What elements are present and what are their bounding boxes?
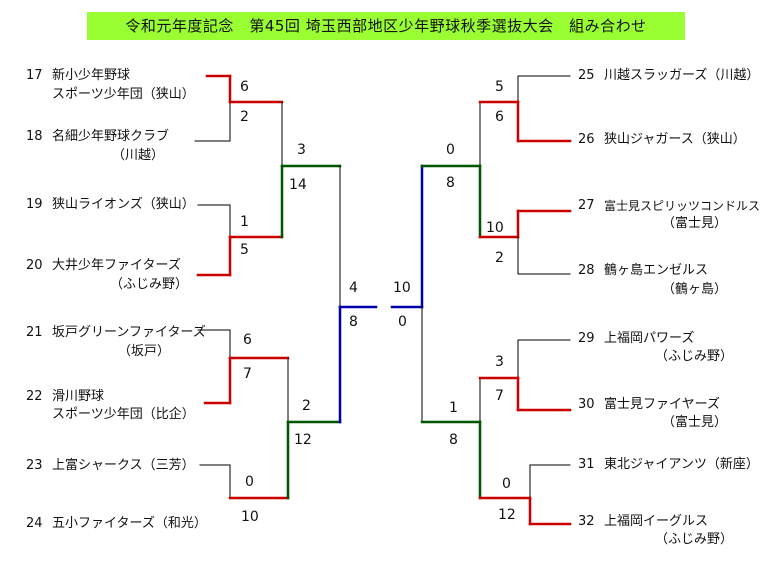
team-number: 27 bbox=[578, 198, 595, 213]
score: 10 bbox=[393, 280, 411, 296]
team-name: 鶴ヶ島エンゼルス bbox=[604, 263, 709, 278]
page-title: 令和元年度記念 第45回 埼玉西部地区少年野球秋季選抜大会 組み合わせ bbox=[87, 12, 685, 40]
team-name-sub: （坂戸） bbox=[118, 344, 171, 359]
score: 6 bbox=[240, 79, 249, 95]
team-name: 富士見スピリッツコンドルス bbox=[604, 199, 761, 213]
team-number: 31 bbox=[578, 457, 595, 472]
score: 0 bbox=[245, 474, 254, 490]
score: 7 bbox=[495, 388, 504, 404]
team-name: 新小少年野球 bbox=[52, 68, 131, 83]
score: 2 bbox=[495, 250, 504, 266]
team-name: 上福岡イーグルス bbox=[604, 514, 709, 529]
score: 12 bbox=[294, 432, 312, 448]
score: 2 bbox=[240, 109, 249, 125]
score: 2 bbox=[302, 398, 311, 414]
team-number: 25 bbox=[578, 68, 595, 83]
score: 6 bbox=[243, 332, 252, 348]
team-name: 大井少年ファイターズ bbox=[52, 258, 181, 273]
score: 8 bbox=[349, 314, 358, 330]
team-name-sub: （ふじみ野） bbox=[110, 277, 189, 292]
team-name: 東北ジャイアンツ（新座） bbox=[604, 457, 759, 472]
score: 1 bbox=[240, 214, 249, 230]
team-name-sub: （富士見） bbox=[662, 216, 728, 231]
score: 0 bbox=[502, 476, 511, 492]
score: 14 bbox=[289, 177, 307, 193]
team-name-sub: スポーツ少年団（狭山） bbox=[52, 87, 195, 102]
score: 7 bbox=[243, 366, 252, 382]
team-number: 24 bbox=[26, 516, 43, 531]
team-number: 29 bbox=[578, 331, 595, 346]
team-name: 名細少年野球クラブ bbox=[52, 129, 170, 144]
team-name-sub: （鶴ヶ島） bbox=[662, 282, 728, 297]
score: 10 bbox=[241, 509, 259, 525]
team-name-sub: （ふじみ野） bbox=[655, 532, 734, 547]
score: 5 bbox=[495, 79, 504, 95]
team-number: 26 bbox=[578, 132, 595, 147]
team-name: 富士見ファイヤーズ bbox=[604, 397, 720, 412]
score: 10 bbox=[486, 220, 504, 236]
score: 4 bbox=[349, 280, 358, 296]
team-name: 川越スラッガーズ（川越） bbox=[604, 68, 760, 83]
score: 0 bbox=[446, 142, 455, 158]
team-number: 32 bbox=[578, 514, 595, 529]
team-name-sub: スポーツ少年団（比企） bbox=[52, 407, 195, 422]
score: 5 bbox=[240, 242, 249, 258]
score: 3 bbox=[495, 354, 504, 370]
team-number: 21 bbox=[26, 325, 43, 340]
score: 0 bbox=[398, 314, 407, 330]
score: 8 bbox=[449, 432, 458, 448]
team-number: 20 bbox=[26, 258, 43, 273]
score: 8 bbox=[446, 175, 455, 191]
team-number: 30 bbox=[578, 397, 595, 412]
team-number: 28 bbox=[578, 263, 595, 278]
score: 1 bbox=[449, 400, 458, 416]
score: 12 bbox=[498, 507, 516, 523]
team-number: 17 bbox=[26, 68, 43, 83]
team-name: 上福岡パワーズ bbox=[604, 331, 695, 346]
team-name: 滑川野球 bbox=[52, 389, 105, 404]
team-name-sub: （川越） bbox=[112, 148, 165, 163]
team-number: 22 bbox=[26, 389, 43, 404]
team-name: 狭山ライオンズ（狭山） bbox=[52, 197, 195, 212]
team-name-sub: （富士見） bbox=[662, 415, 728, 430]
team-name: 坂戸グリーンファイターズ bbox=[52, 325, 206, 340]
score: 6 bbox=[495, 109, 504, 125]
team-number: 19 bbox=[26, 197, 43, 212]
team-name: 上富シャークス（三芳） bbox=[52, 458, 195, 473]
team-number: 23 bbox=[26, 458, 43, 473]
score: 3 bbox=[297, 142, 306, 158]
team-name: 五小ファイターズ（和光） bbox=[52, 516, 207, 531]
team-number: 18 bbox=[26, 129, 43, 144]
team-name: 狭山ジャガース（狭山） bbox=[604, 132, 746, 147]
team-name-sub: （ふじみ野） bbox=[655, 349, 734, 364]
